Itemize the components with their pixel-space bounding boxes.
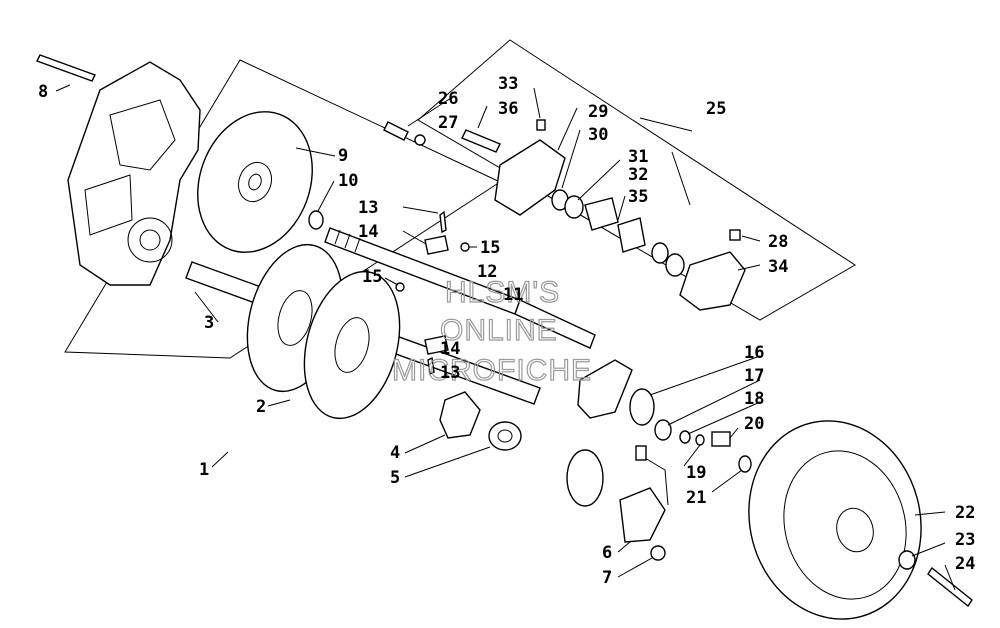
- washer: [654, 419, 672, 441]
- caliper-piston: [564, 195, 584, 219]
- callout-22: 22: [955, 503, 975, 523]
- callout-7: 7: [602, 568, 612, 588]
- callout-28: 28: [768, 232, 788, 252]
- piston: [651, 242, 669, 264]
- assembly-25-outline: [417, 39, 856, 321]
- callout-14: 14: [440, 339, 460, 359]
- lever-bracket: [424, 235, 449, 255]
- watermark-line-2: ONLINE: [440, 314, 558, 347]
- nut: [650, 545, 666, 561]
- callout-16: 16: [744, 343, 764, 363]
- bearing: [488, 421, 522, 451]
- callout-13: 13: [440, 363, 460, 383]
- callout-11: 11: [503, 285, 523, 305]
- callout-31: 31: [628, 147, 648, 167]
- lever-pin: [427, 356, 435, 376]
- lever-pin: [439, 210, 447, 234]
- callout-36: 36: [498, 99, 518, 119]
- callout-14: 14: [358, 222, 378, 242]
- callout-33: 33: [498, 74, 518, 94]
- callout-labels: 8 9 10 3 2 1 4 5 6 7 13 14 15 15 12 14 1…: [38, 74, 975, 588]
- callout-29: 29: [588, 102, 608, 122]
- clutch-washer: [898, 550, 916, 570]
- callout-17: 17: [744, 366, 764, 386]
- driven-clutch: [748, 420, 922, 620]
- callout-27: 27: [438, 113, 458, 133]
- callout-6: 6: [602, 543, 612, 563]
- callout-35: 35: [628, 187, 648, 207]
- bleed-screw: [729, 229, 741, 241]
- callout-9: 9: [338, 146, 348, 166]
- upper-shaft: [324, 227, 596, 349]
- bearing: [629, 388, 655, 426]
- callout-24: 24: [955, 554, 975, 574]
- callout-21: 21: [686, 488, 706, 508]
- lever-bracket: [424, 335, 449, 355]
- callout-23: 23: [955, 530, 975, 550]
- brake-caliper-half: [679, 251, 746, 311]
- callout-18: 18: [744, 389, 764, 409]
- callout-4: 4: [390, 443, 400, 463]
- watermark-line-3: MICROFICHE: [392, 354, 592, 387]
- seal: [665, 253, 685, 277]
- brake-disc: [197, 111, 313, 253]
- caliper-bolt: [383, 121, 409, 141]
- callout-13: 13: [358, 198, 378, 218]
- clip: [460, 242, 470, 252]
- watermark: HLSM'S ONLINE MICROFICHE: [391, 275, 592, 387]
- o-ring: [308, 210, 324, 230]
- mounting-bolt: [36, 54, 96, 82]
- plug: [738, 455, 752, 473]
- caliper-pin: [461, 129, 501, 153]
- callout-25: 25: [706, 99, 726, 119]
- brake-pad: [584, 197, 619, 231]
- callout-20: 20: [744, 414, 764, 434]
- callout-15: 15: [362, 267, 382, 287]
- callout-26: 26: [438, 89, 458, 109]
- leader-lines: [55, 84, 956, 591]
- callout-8: 8: [38, 82, 48, 102]
- callout-30: 30: [588, 125, 608, 145]
- chaincase-housing: [67, 61, 201, 286]
- callout-3: 3: [204, 313, 214, 333]
- bearing-flange: [439, 391, 481, 439]
- bushing: [711, 431, 731, 447]
- callout-12: 12: [477, 262, 497, 282]
- callout-2: 2: [256, 397, 266, 417]
- callout-5: 5: [390, 468, 400, 488]
- callout-15: 15: [480, 238, 500, 258]
- brake-pad: [617, 217, 646, 253]
- callout-1: 1: [199, 460, 209, 480]
- spacer: [695, 434, 705, 446]
- bearing-housing: [577, 359, 633, 419]
- washer: [414, 134, 426, 146]
- clutch-bolt: [927, 566, 973, 608]
- bleed-screw: [536, 119, 546, 131]
- callout-34: 34: [768, 257, 788, 277]
- sensor-connector: [635, 445, 647, 461]
- brake-caliper-half: [494, 139, 566, 216]
- sensor-wheel: [566, 449, 604, 507]
- callout-10: 10: [338, 171, 358, 191]
- watermark-line-1: HLSM'S: [445, 276, 560, 309]
- callout-32: 32: [628, 165, 648, 185]
- track-drive-sprocket-2: [303, 270, 401, 420]
- washer: [679, 430, 691, 444]
- callout-19: 19: [686, 463, 706, 483]
- speed-sensor: [619, 487, 666, 543]
